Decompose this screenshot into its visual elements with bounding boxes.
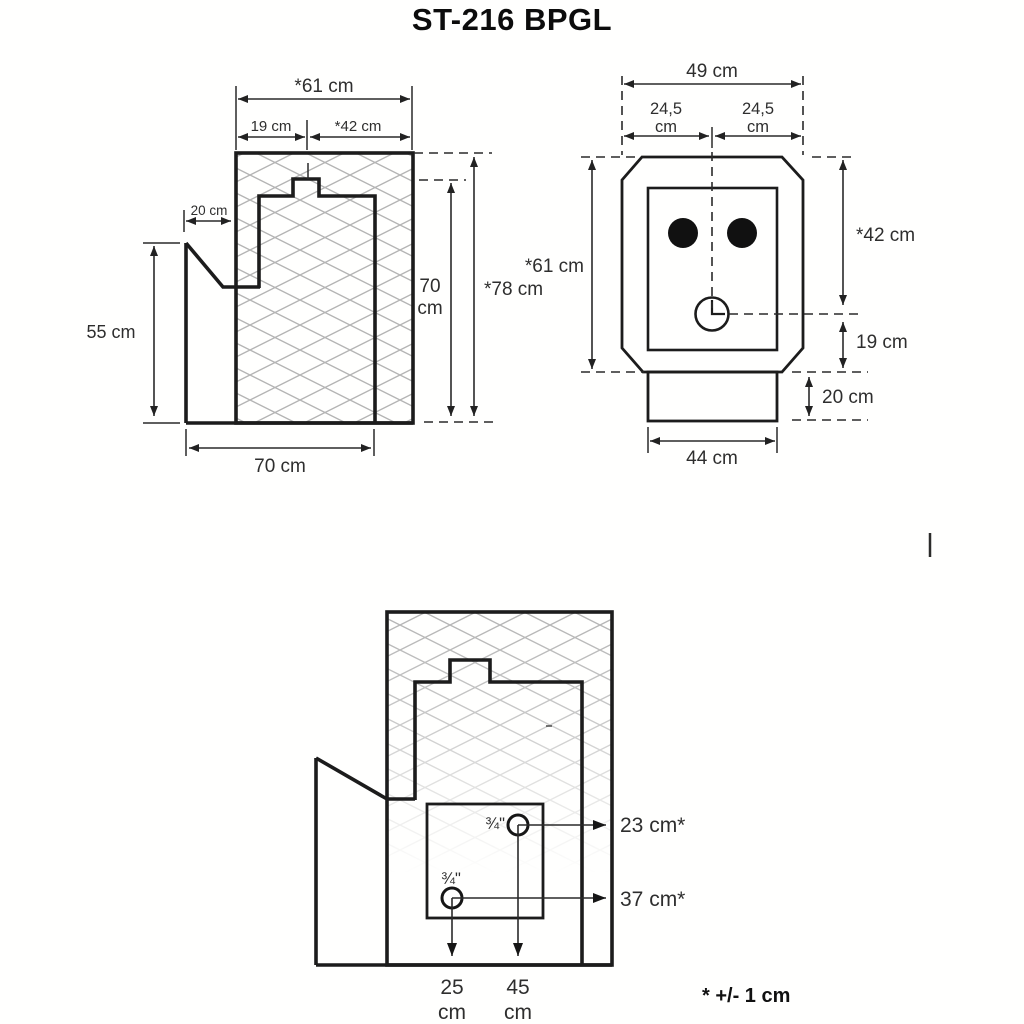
reference-dashed-lines (729, 156, 868, 421)
side-view-hopper-slope (184, 241, 260, 289)
dim-label-rear-section: *42 cm (335, 118, 382, 135)
reference-dashed-lines (581, 156, 644, 373)
front-view-drawing: 49 cm 24,5 cm 24,5 cm *61 cm *42 cm 19 c… (525, 61, 915, 469)
dim-label-hopper-depth: 20 cm (191, 203, 228, 218)
extension-lines (143, 242, 180, 424)
knob-icon-left (668, 218, 698, 248)
dim-label-offset-right-value: 45 (506, 976, 529, 999)
dim-label-top-connection-height: 23 cm* (620, 814, 685, 837)
extension-lines (647, 427, 778, 453)
dim-label-total-width: 49 cm (686, 61, 738, 82)
connection-size-label-bottom: ¾" (441, 870, 461, 888)
dim-label-front-section: 19 cm (251, 118, 292, 135)
dim-label-body-height: *61 cm (525, 256, 584, 277)
dim-label-offset-left-unit: cm (438, 1001, 466, 1024)
front-view-base-outline (646, 370, 779, 423)
dim-label-base-width: 44 cm (686, 448, 738, 469)
heat-exchanger-hatch-fading (387, 612, 612, 965)
side-view-inner-outline (257, 177, 377, 423)
rear-view-inner-outline (413, 658, 584, 965)
rear-view-hopper-slope (315, 756, 415, 801)
dim-label-lower-section: 19 cm (856, 332, 908, 353)
dim-label-body-height-unit: cm (417, 298, 442, 319)
dim-label-base-depth: 70 cm (254, 456, 306, 477)
connection-panel-outline (425, 802, 545, 920)
tolerance-note: * +/- 1 cm (702, 985, 790, 1007)
dim-label-offset-right-unit: cm (504, 1001, 532, 1024)
knob-icon-right (727, 218, 757, 248)
extension-lines (185, 429, 375, 456)
reference-dashed-lines (621, 76, 804, 155)
dim-label-front-height: 55 cm (86, 322, 135, 342)
dim-label-half-right-unit: cm (747, 118, 769, 136)
dim-label-half-left-unit: cm (655, 118, 677, 136)
heat-exchanger-hatch (236, 153, 413, 423)
extension-lines (235, 86, 413, 179)
page-title: ST-216 BPGL (411, 2, 613, 37)
dim-label-total-height: *78 cm (484, 279, 543, 300)
connection-size-label-top: ¾" (485, 815, 505, 833)
dim-label-half-right-value: 24,5 (742, 100, 774, 118)
rear-view-drawing: ¾" ¾" 23 cm* 37 cm* 25 cm 45 cm (314, 610, 685, 1024)
dim-label-total-width: *61 cm (294, 76, 353, 97)
dim-label-base-height: 20 cm (822, 387, 874, 408)
dim-label-half-left-value: 24,5 (650, 100, 682, 118)
front-view-body-outline (620, 155, 805, 374)
dim-label-upper-section: *42 cm (856, 225, 915, 246)
dim-label-bottom-connection-height: 37 cm* (620, 888, 685, 911)
reference-dashed-lines (414, 152, 494, 423)
side-view-drawing: *61 cm 19 cm *42 cm 20 cm 55 cm 70 cm 70… (86, 76, 543, 477)
dim-label-offset-left-value: 25 (440, 976, 463, 999)
dim-label-body-height-value: 70 (419, 276, 440, 297)
